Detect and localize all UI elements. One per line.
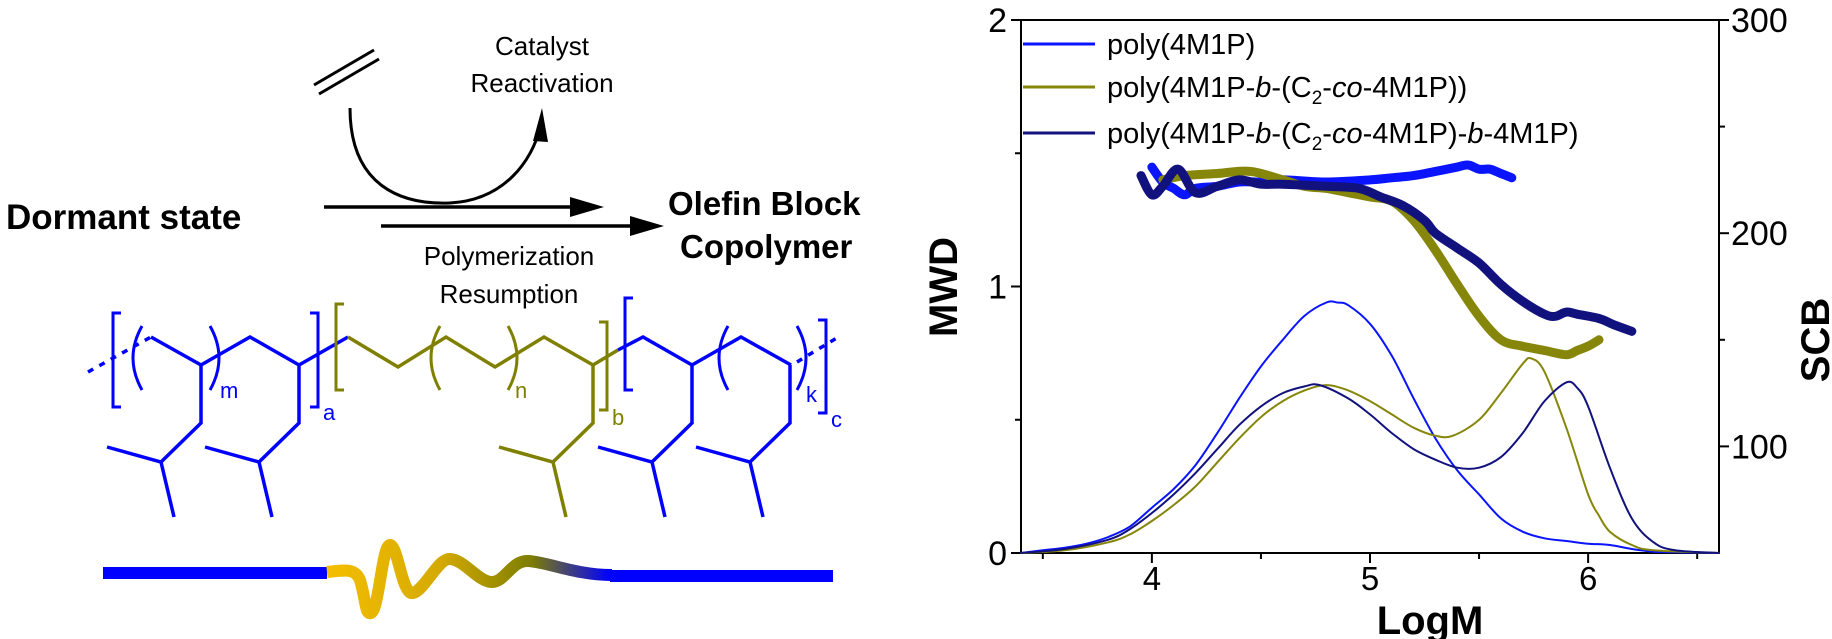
- legend-label-part: poly(4M1P): [1107, 29, 1255, 61]
- legend-label-part: poly(4M1P-: [1107, 118, 1255, 150]
- scb-series-5: [1136, 164, 1637, 336]
- catalyst-label-line2: Reactivation: [470, 68, 613, 98]
- product-label-line2: Copolymer: [680, 228, 853, 265]
- legend-label-part: -4M1P)-: [1363, 118, 1468, 150]
- methyl-branch: [650, 461, 667, 518]
- mwd-series-2: [1020, 380, 1720, 554]
- legend-label-part: co: [1332, 72, 1363, 104]
- legend-label-part: -: [1322, 72, 1332, 104]
- catalyst-label-line1: Catalyst: [495, 31, 590, 61]
- legend: poly(4M1P)poly(4M1P-b-(C2-co-4M1P))poly(…: [1023, 29, 1579, 155]
- x-axis-label: LogM: [1377, 599, 1484, 639]
- dormant-state-label: Dormant state: [6, 198, 241, 237]
- y2-axis-label: SCB: [1794, 298, 1832, 382]
- legend-label-part: -4M1P): [1483, 118, 1578, 150]
- x-tick-label: 5: [1361, 560, 1379, 597]
- copolymer-wavy-segment: [326, 538, 613, 620]
- legend-label-part: 2: [1312, 88, 1323, 109]
- y-tick-label: 0: [988, 535, 1007, 573]
- legend-label-part: co: [1332, 118, 1363, 150]
- methyl-branch: [551, 461, 568, 518]
- ethylene-icon: [313, 48, 380, 96]
- y2-tick-label: 300: [1731, 2, 1788, 40]
- legend-label-part: -(C: [1271, 118, 1311, 150]
- scb-series-4: [1158, 166, 1604, 360]
- subscript-b: b: [612, 405, 624, 430]
- brackets: [111, 296, 828, 415]
- legend-label: poly(4M1P-b-(C2-co-4M1P)-b-4M1P): [1107, 118, 1579, 155]
- x-tick-label: 6: [1579, 560, 1597, 597]
- methyl-branch: [159, 461, 176, 518]
- product-label-line1: Olefin Block: [668, 185, 861, 222]
- y2-tick-label: 200: [1731, 215, 1788, 253]
- polymerization-label-line2: Resumption: [440, 279, 579, 309]
- methyl-branch: [257, 461, 274, 518]
- y-tick-label: 1: [988, 269, 1007, 307]
- reaction-arrow-icon: [324, 197, 664, 236]
- isobutyl-side-chain: [204, 365, 301, 464]
- legend-label-part: b: [1467, 118, 1483, 150]
- y2-tick-label: 100: [1731, 428, 1788, 466]
- legend-label: poly(4M1P-b-(C2-co-4M1P)): [1107, 72, 1467, 109]
- legend-label-part: -4M1P)): [1363, 72, 1468, 104]
- curved-arrow-icon: [348, 107, 548, 205]
- legend-label-part: -: [1322, 118, 1332, 150]
- reaction-scheme: Catalyst Reactivation Dormant state Poly…: [6, 31, 861, 309]
- isobutyl-side-chain: [498, 365, 595, 464]
- legend-label-part: 2: [1312, 134, 1323, 155]
- isobutyl-side-chain: [106, 365, 203, 464]
- methyl-branch: [748, 461, 765, 518]
- legend-label-part: b: [1255, 72, 1271, 104]
- legend-label-part: poly(4M1P-: [1107, 72, 1255, 104]
- subscript-k: k: [806, 382, 818, 407]
- series-group: [1020, 160, 1720, 554]
- block-copolymer-cartoon: [103, 538, 833, 620]
- mwd-series-0: [1020, 300, 1720, 554]
- repeat-subscripts: m a n b k c: [220, 378, 842, 432]
- scb-series-3: [1147, 160, 1517, 200]
- y-axis-label: MWD: [922, 237, 966, 337]
- backbone-block-c: [617, 334, 792, 368]
- polymerization-label-line1: Polymerization: [424, 241, 595, 271]
- subscript-c: c: [831, 407, 842, 432]
- chemical-structure: [87, 296, 841, 518]
- subscript-a: a: [323, 400, 336, 425]
- mwd-series-1: [1020, 356, 1720, 554]
- subscript-n: n: [515, 378, 527, 403]
- subscript-m: m: [220, 378, 238, 403]
- axes: 4 5 6 0 1 2 100 200 300: [988, 2, 1788, 597]
- legend-label-part: b: [1255, 118, 1271, 150]
- chain-end-dotted: [87, 335, 152, 374]
- isobutyl-side-chain: [695, 365, 792, 464]
- side-chains: [106, 365, 792, 518]
- x-tick-label: 4: [1143, 560, 1161, 597]
- chain-end-dotted: [796, 334, 841, 364]
- backbone-block-a: [150, 334, 349, 368]
- backbone-block-b: [347, 334, 619, 370]
- legend-label: poly(4M1P): [1107, 29, 1255, 61]
- isobutyl-side-chain: [597, 365, 694, 464]
- legend-label-part: -(C: [1271, 72, 1311, 104]
- y-tick-label: 2: [988, 2, 1007, 40]
